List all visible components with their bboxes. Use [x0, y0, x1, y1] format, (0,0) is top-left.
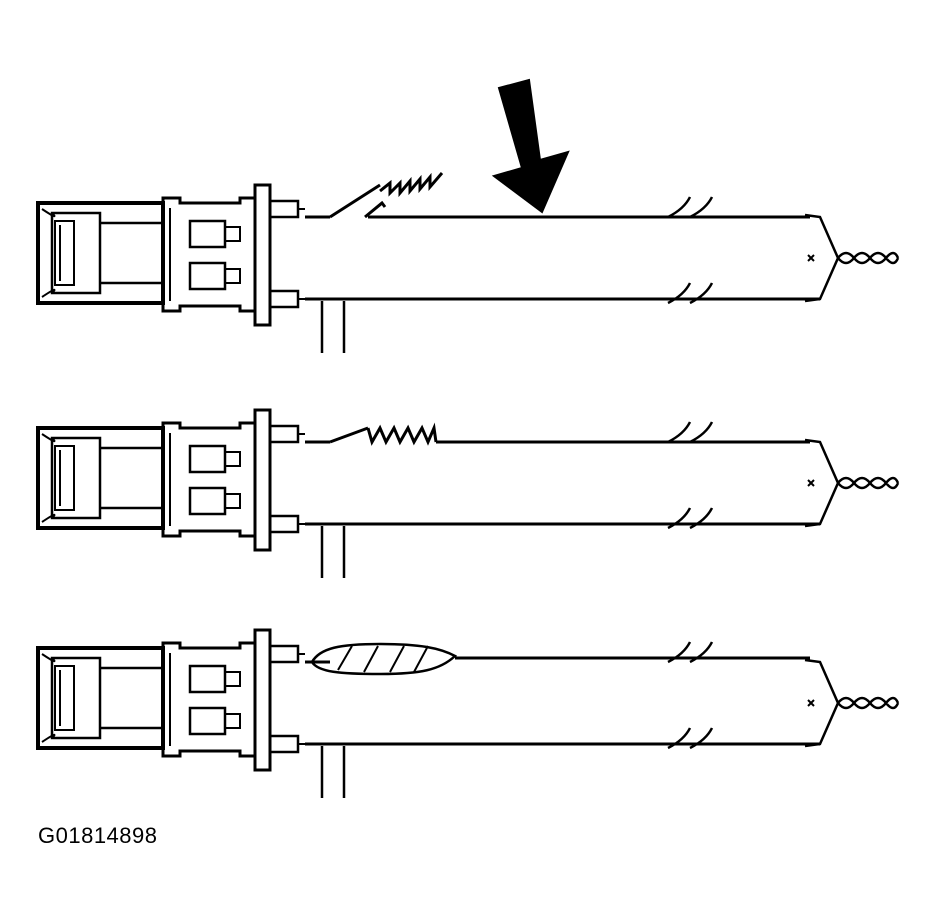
splice-step-2 [36, 408, 900, 580]
arrow-to-wire [494, 80, 568, 212]
figure-id: G01814898 [38, 823, 158, 848]
strands-twisted-open [380, 173, 442, 193]
splice-soldered [312, 644, 455, 674]
splice-step-3 [36, 628, 900, 800]
splice-step-1 [36, 173, 900, 355]
strands-wrapped [368, 428, 436, 442]
